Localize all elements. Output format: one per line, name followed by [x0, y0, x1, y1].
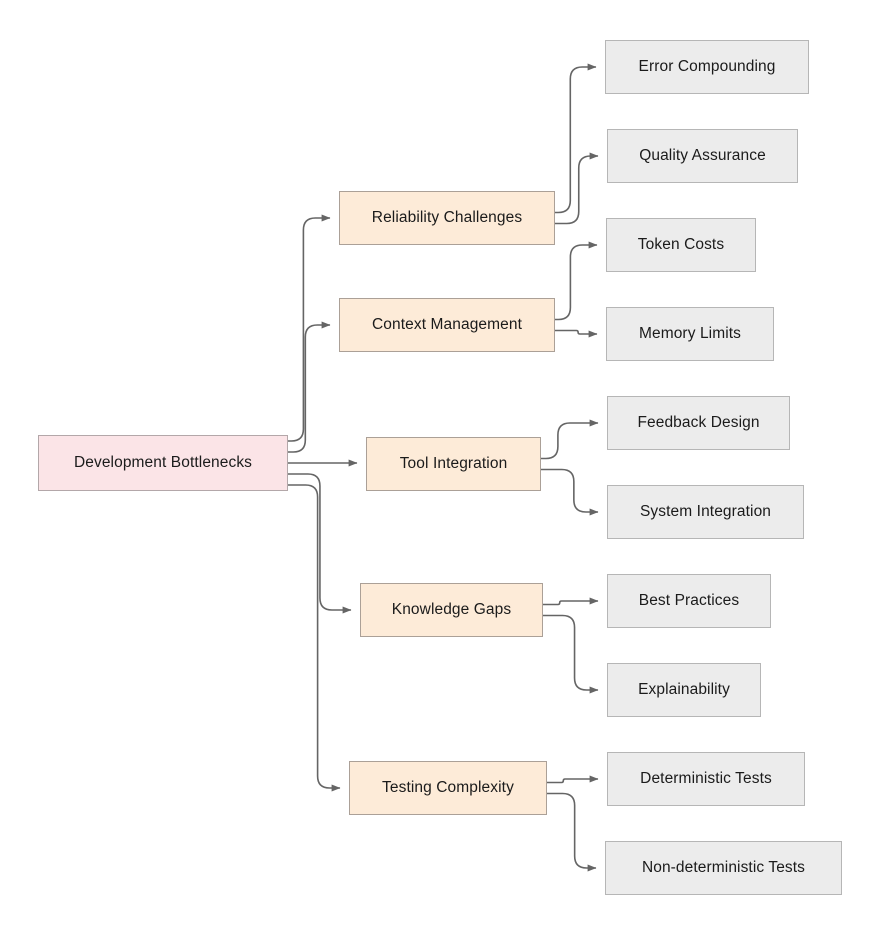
node-memory-limits[interactable]: Memory Limits — [606, 307, 774, 361]
edge-knowledge-to-explainability — [543, 614, 599, 694]
node-reliability[interactable]: Reliability Challenges — [339, 191, 555, 245]
node-label: Non-deterministic Tests — [641, 858, 806, 876]
node-label: Knowledge Gaps — [391, 600, 512, 618]
node-error-compounding[interactable]: Error Compounding — [605, 40, 809, 94]
node-quality-assurance[interactable]: Quality Assurance — [607, 129, 798, 183]
edge-context-to-memory-limits — [555, 329, 598, 338]
node-label: Context Management — [372, 315, 522, 333]
node-label: System Integration — [639, 502, 772, 520]
node-knowledge[interactable]: Knowledge Gaps — [360, 583, 543, 637]
node-label: Quality Assurance — [639, 146, 766, 164]
node-testing[interactable]: Testing Complexity — [349, 761, 547, 815]
node-label: Feedback Design — [637, 413, 760, 431]
node-label: Testing Complexity — [382, 778, 514, 796]
node-label: Explainability — [638, 680, 730, 698]
node-non-deterministic-tests[interactable]: Non-deterministic Tests — [605, 841, 842, 895]
edge-testing-to-deterministic-tests — [547, 775, 599, 784]
node-best-practices[interactable]: Best Practices — [607, 574, 771, 628]
node-root[interactable]: Development Bottlenecks — [38, 435, 288, 491]
node-label: Error Compounding — [638, 57, 776, 75]
node-tool[interactable]: Tool Integration — [366, 437, 541, 491]
edge-context-to-token-costs — [555, 241, 598, 321]
node-label: Tool Integration — [399, 454, 508, 472]
node-deterministic-tests[interactable]: Deterministic Tests — [607, 752, 805, 806]
edge-tool-to-feedback-design — [541, 419, 599, 460]
node-feedback-design[interactable]: Feedback Design — [607, 396, 790, 450]
node-label: Reliability Challenges — [371, 208, 523, 226]
edge-root-to-testing — [288, 484, 341, 792]
edge-reliability-to-error-compounding — [555, 63, 597, 214]
node-label: Best Practices — [638, 591, 740, 609]
edge-testing-to-non-deterministic-tests — [547, 792, 597, 872]
edge-knowledge-to-best-practices — [543, 597, 599, 606]
node-label: Token Costs — [637, 235, 725, 253]
edge-reliability-to-quality-assurance — [555, 152, 599, 225]
edge-root-to-reliability — [288, 214, 331, 442]
edge-root-to-knowledge — [288, 473, 352, 614]
node-explainability[interactable]: Explainability — [607, 663, 761, 717]
node-token-costs[interactable]: Token Costs — [606, 218, 756, 272]
node-label: Memory Limits — [638, 324, 742, 342]
edge-root-to-context — [288, 321, 331, 453]
node-label: Development Bottlenecks — [73, 453, 253, 471]
edge-tool-to-system-integration — [541, 468, 599, 516]
node-system-integration[interactable]: System Integration — [607, 485, 804, 539]
node-label: Deterministic Tests — [640, 769, 772, 787]
node-context[interactable]: Context Management — [339, 298, 555, 352]
